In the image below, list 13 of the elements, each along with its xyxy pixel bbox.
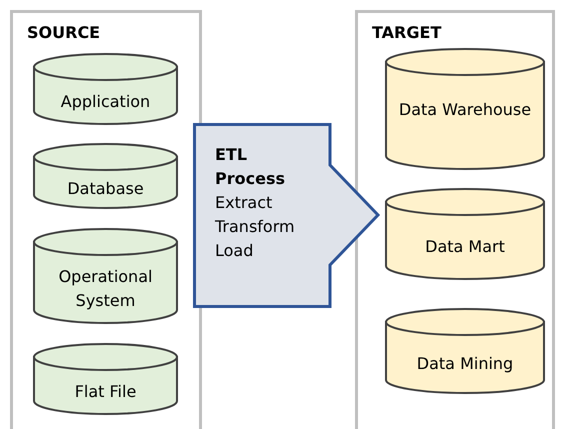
panel-title: TARGET [372,23,442,42]
node-label: Data Warehouse [398,99,532,121]
node-label: Data Mining [416,353,514,375]
node-label: Operational System [58,266,154,312]
panel-frame [355,10,555,429]
node-label: Flat File [74,381,138,403]
node-label: Application [60,91,152,113]
panel-title: SOURCE [27,23,100,42]
process-steps: Extract Transform Load [215,191,305,263]
process-title: ETL Process [215,144,286,190]
node-label: Data Mart [424,236,506,258]
panel-frame [10,10,202,429]
node-label: Database [66,178,145,200]
